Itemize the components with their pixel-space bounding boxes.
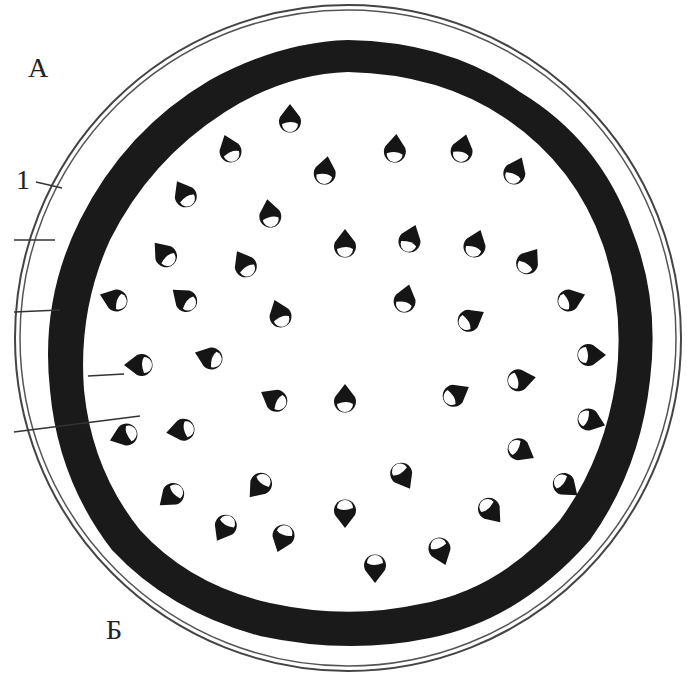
vascular-bundles [96,104,609,583]
epidermis-inner [20,10,676,666]
epidermis-outer [15,5,681,671]
part-label: А [26,54,50,82]
part-label: 1 [14,166,32,194]
leader-lines [14,182,140,432]
sclerenchyma-ring [48,40,653,646]
part-label: Б [104,616,124,644]
